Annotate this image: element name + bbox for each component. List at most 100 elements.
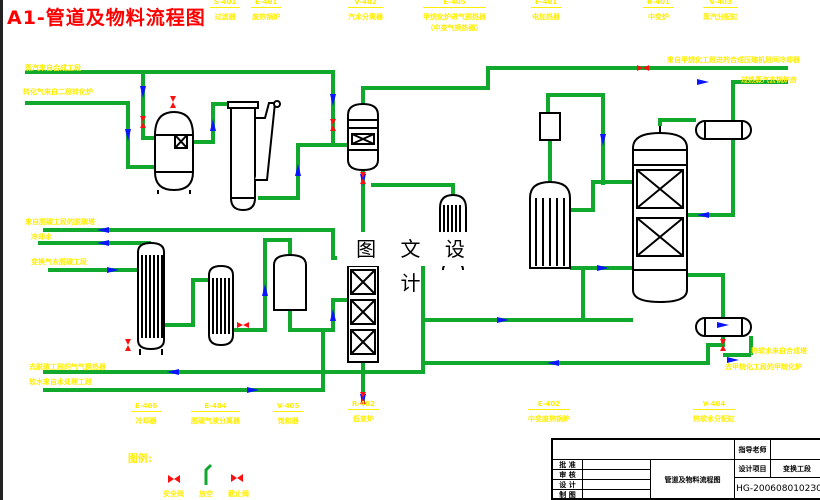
valve-icon	[720, 339, 726, 351]
vent-icon	[204, 463, 213, 485]
stream-label-from-methanation: 来自甲烷化工段进的合成压缩机段间冷却器	[667, 56, 800, 64]
project-label: 设计项目	[735, 460, 771, 478]
flow-arrow-icon	[547, 360, 559, 366]
hot-soft-water-drum	[695, 317, 752, 337]
globe-valve-icon	[231, 474, 243, 482]
pipe-line	[25, 101, 155, 169]
stream-label-to-methanator: 去甲烷化工段的甲烷化炉	[725, 363, 802, 371]
equipment-name: 电加热器	[532, 13, 561, 21]
pipe-line	[421, 320, 725, 365]
role-label: 制 图	[553, 490, 583, 500]
process-diagram	[25, 65, 788, 485]
equipment-name: 热软水分配缸	[693, 415, 735, 423]
equipment-code: E-401	[251, 0, 282, 8]
equipment-code: E-402	[528, 400, 570, 410]
equipment-code: S-401	[209, 0, 241, 8]
steam-distribution-drum	[695, 120, 752, 140]
valve-icon	[360, 172, 366, 184]
valves	[125, 65, 726, 404]
pipe-line	[658, 118, 696, 126]
valve-icon	[360, 392, 366, 404]
pipe-line	[687, 273, 725, 318]
legend-label-vent: 放空	[199, 490, 213, 498]
equipment-code: R-401	[643, 0, 674, 8]
equipment-name: 过滤器	[214, 13, 236, 21]
equipment-tag: R-402 低变炉	[348, 400, 379, 424]
main-column	[632, 126, 688, 304]
low-shift-converter	[347, 265, 379, 363]
role-signature	[583, 460, 650, 470]
flow-arrow-icon	[167, 369, 179, 375]
valve-icon	[637, 65, 649, 71]
equipment-name: 中变炉	[647, 13, 669, 21]
equipment-tag: V-404 热软水分配缸	[693, 400, 735, 424]
pipe-line	[193, 102, 228, 144]
equipment-name-note: （中变气换热器）	[426, 24, 483, 32]
equipment-name: 饱和器	[277, 417, 299, 425]
role-label: 批 准	[553, 460, 583, 470]
valve-icon	[170, 96, 176, 108]
stream-label-soft-water-in: 软水来自水处理工段	[29, 378, 92, 386]
flow-arrow-icon	[697, 79, 709, 85]
advisor-value	[771, 440, 820, 460]
equipment-name: 低变炉	[352, 415, 374, 423]
equipment-code: V-405	[273, 402, 304, 412]
pipe-line	[164, 278, 209, 327]
flow-arrow-icon	[497, 317, 509, 323]
title-block: 指导老师 设计项目 变换工段 HG-2006080102З0 管道及物料流程图 …	[551, 438, 820, 500]
stream-label-steam-in: 蒸汽来自合成工段	[25, 64, 81, 72]
pipe-line	[361, 66, 788, 104]
flow-arrow-icon	[330, 94, 336, 106]
flow-arrow-icon	[330, 309, 336, 321]
steam-drum-separator	[347, 102, 379, 172]
equipment-tag: R-401 中变炉	[643, 0, 674, 22]
valve-icon	[125, 339, 131, 351]
flow-arrow-icon	[697, 212, 709, 218]
equipment-tag: S-401 过滤器	[209, 0, 241, 22]
legend-label-globe-valve: 截止阀	[228, 490, 249, 498]
flow-arrow-icon	[597, 265, 609, 271]
equipment-code: E-404	[191, 402, 240, 412]
pipe-line	[233, 238, 292, 332]
equipment-tag: V-403 蒸汽分配缸	[703, 0, 738, 22]
drawing-number: HG-2006080102З0	[736, 484, 820, 494]
equipment-code: V-404	[693, 400, 735, 410]
flow-arrow-icon	[97, 240, 109, 246]
equipment-code: R-402	[348, 400, 379, 410]
flow-arrow-icon	[295, 164, 301, 176]
flow-arrow-icon	[262, 284, 268, 296]
flow-arrow-icon	[97, 227, 109, 233]
equipment	[137, 100, 752, 363]
equipment-name: 蒸汽分配缸	[703, 13, 738, 21]
flow-arrows	[97, 79, 739, 406]
page-title: A1-管道及物料流程图	[7, 7, 206, 29]
legend-icons	[168, 463, 243, 485]
equipment-tag: V-402 汽水分离器	[348, 0, 383, 22]
cooler	[137, 241, 165, 355]
equipment-code: E-406	[131, 402, 162, 412]
stream-label-superheated-steam-out: 过热蒸汽去锅炉房	[741, 76, 797, 84]
pipe-line	[258, 143, 348, 200]
pipe-line	[371, 183, 455, 195]
equipment-code: V-403	[703, 0, 738, 8]
valve-icon	[140, 116, 146, 128]
equipment-code: V-402	[348, 0, 383, 8]
flow-arrow-icon	[600, 134, 606, 146]
pipe-line	[687, 139, 735, 217]
medium-shift-converter	[529, 180, 571, 269]
equipment-name: 中变废热锅炉	[528, 415, 570, 423]
stream-label-from-decarb-tower: 来自脱碳工段的脱碳塔	[25, 218, 95, 226]
equipment-name: 甲烷化炉进气预热器	[423, 13, 486, 21]
saturator	[273, 253, 307, 311]
equipment-name: 汽水分离器	[348, 13, 383, 21]
gas-liquid-separator	[208, 264, 234, 347]
stream-label-converted-gas-in: 转化气来自二段转化炉	[23, 88, 93, 96]
drawing-name: 管道及物料流程图	[650, 460, 735, 500]
watermark: 图 文 设 计	[337, 232, 493, 295]
